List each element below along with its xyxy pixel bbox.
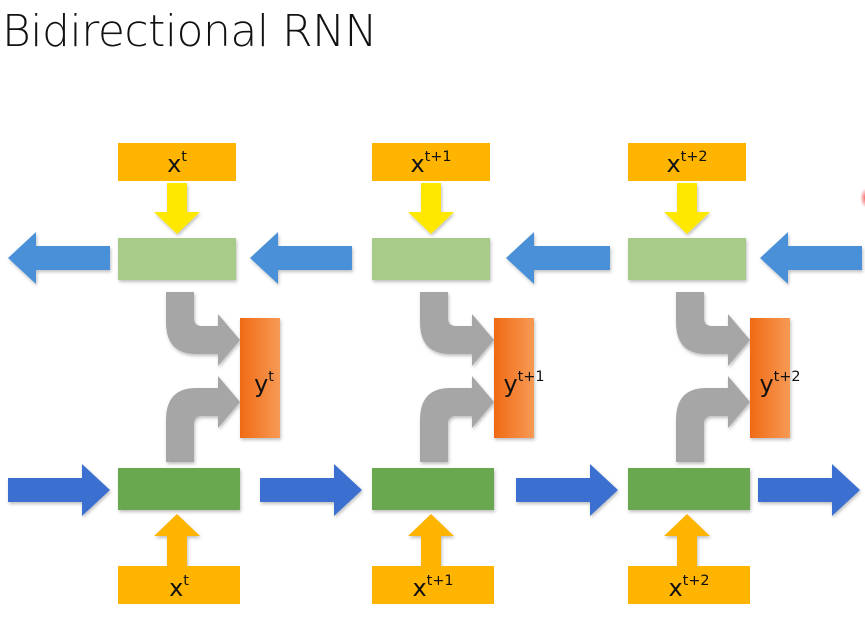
- input-down-arrow-icon: [408, 183, 454, 234]
- merge-arrow-from-forward-icon: [420, 376, 494, 462]
- input-label-bottom: xt+2: [668, 573, 709, 602]
- input-box-bottom: [372, 566, 494, 604]
- input-down-arrow-icon: [154, 183, 200, 234]
- red-pointer-mark: [860, 188, 865, 208]
- backward-arrow-icon: [8, 232, 110, 284]
- backward-arrow-icon: [506, 232, 610, 284]
- merge-arrow-from-backward-icon: [420, 292, 494, 366]
- backward-arrow-icon: [250, 232, 352, 284]
- backward-arrow-icon: [760, 232, 862, 284]
- slide-title: Bidirectional RNN: [2, 6, 377, 57]
- input-box-top: [372, 143, 490, 181]
- input-box-bottom: [118, 566, 240, 604]
- input-label-bottom: xt: [169, 573, 189, 602]
- forward-arrow-icon: [8, 464, 110, 516]
- forward-arrow-icon: [758, 464, 860, 516]
- merge-arrow-from-forward-icon: [166, 376, 240, 462]
- merge-arrow-from-forward-icon: [676, 376, 750, 462]
- forward-arrow-icon: [516, 464, 618, 516]
- input-box-top: [118, 143, 236, 181]
- input-up-arrow-icon: [154, 514, 200, 566]
- forward-hidden-cell: [628, 468, 750, 510]
- input-label-top: xt+1: [410, 149, 451, 178]
- input-label-top: xt: [167, 149, 187, 178]
- forward-hidden-cell: [372, 468, 494, 510]
- backward-hidden-cell: [118, 238, 236, 280]
- input-label-bottom: xt+1: [412, 573, 453, 602]
- output-box: [494, 318, 534, 438]
- output-box: [240, 318, 280, 438]
- input-label-top: xt+2: [666, 149, 707, 178]
- backward-hidden-cell: [628, 238, 746, 280]
- input-box-bottom: [628, 566, 750, 604]
- output-label: yt+1: [503, 369, 544, 398]
- input-up-arrow-icon: [408, 514, 454, 566]
- forward-arrow-icon: [260, 464, 362, 516]
- merge-arrow-from-backward-icon: [676, 292, 750, 366]
- output-label: yt+2: [759, 369, 800, 398]
- output-label: yt: [254, 369, 274, 398]
- merge-arrow-from-backward-icon: [166, 292, 240, 366]
- input-box-top: [628, 143, 746, 181]
- input-down-arrow-icon: [664, 183, 710, 234]
- forward-hidden-cell: [118, 468, 240, 510]
- backward-hidden-cell: [372, 238, 490, 280]
- output-box: [750, 318, 790, 438]
- input-up-arrow-icon: [664, 514, 710, 566]
